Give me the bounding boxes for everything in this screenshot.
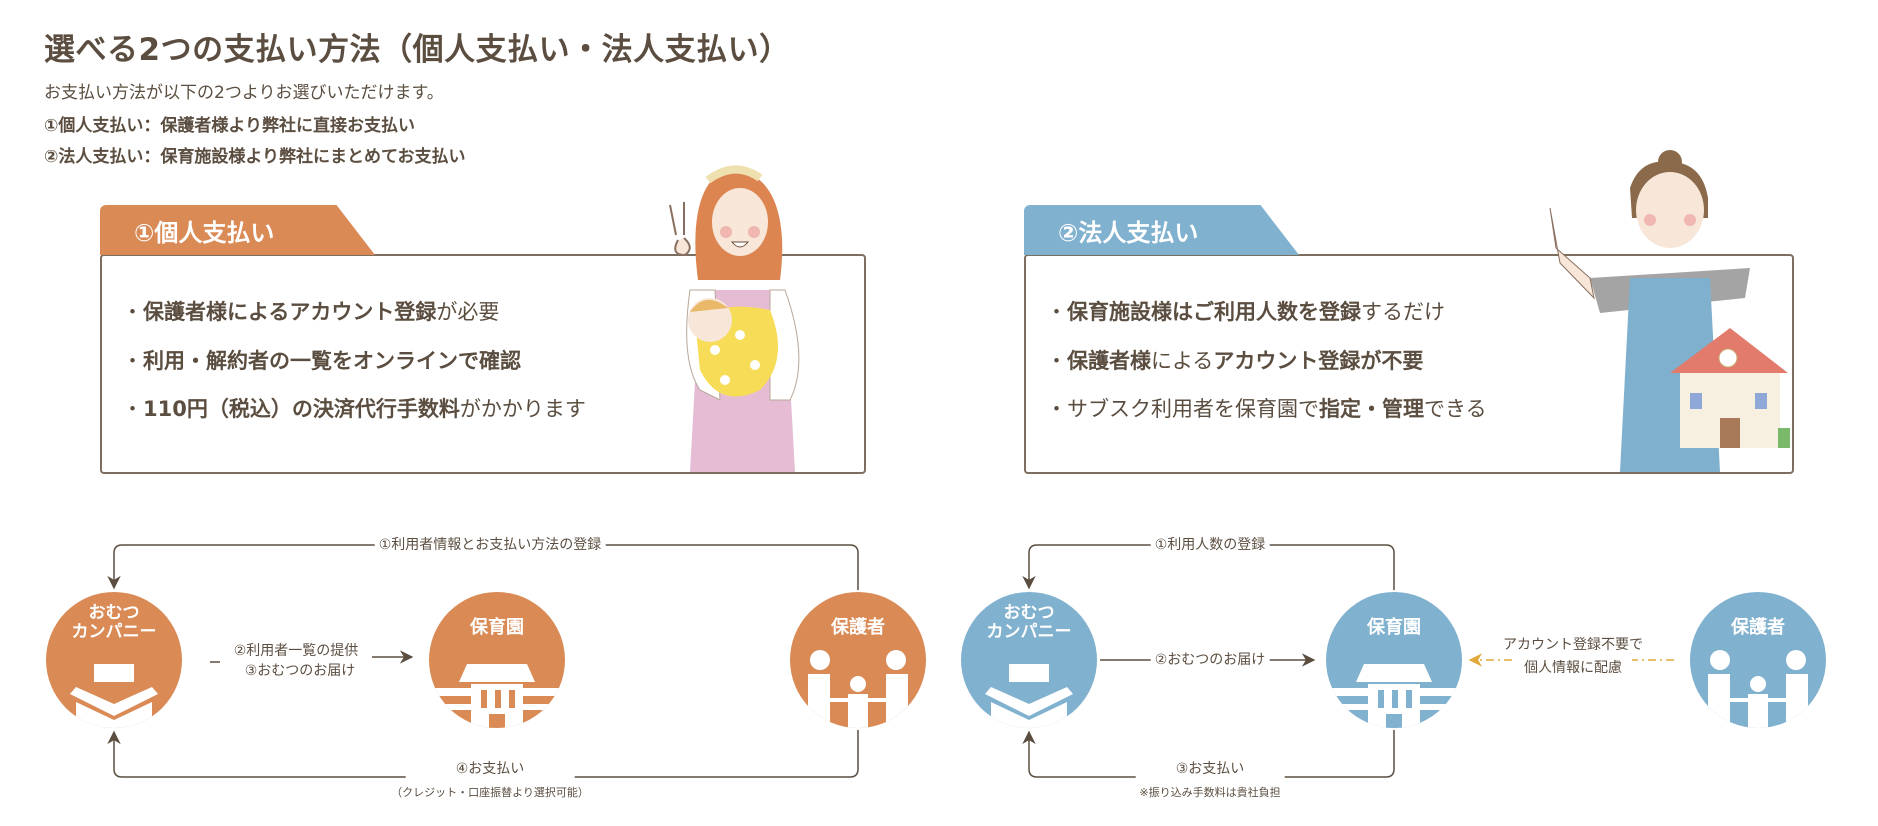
corporate-step3-note: ※振り込み手数料は貴社負担	[1139, 786, 1281, 799]
guardian-note-line1: アカウント登録不要で	[1493, 634, 1653, 656]
guardian-label: 保護者	[1731, 617, 1785, 638]
guardian-label: 保護者	[831, 617, 885, 638]
option-2-summary: ②法人支払い：保育施設様より弊社にまとめてお支払い	[44, 147, 466, 167]
personal-bullet: ・利用・解約者の一覧をオンラインで確認	[122, 349, 521, 373]
personal-step2-label: ②利用者一覧の提供	[229, 640, 363, 662]
corporate-nursery-circle: 保育園	[1326, 592, 1462, 728]
nursery-icon	[1332, 664, 1456, 728]
corporate-guardian-circle: 保護者	[1690, 592, 1826, 728]
corporate-bullet: ・保護者様によるアカウント登録が不要	[1046, 349, 1424, 373]
nursery-label: 保育園	[1367, 617, 1421, 638]
page-title: 選べる2つの支払い方法（個人支払い・法人支払い）	[44, 32, 791, 68]
company-label: おむつ カンパニー	[71, 603, 157, 642]
mother-with-baby-illustration	[669, 165, 800, 472]
corporate-payment-tab: ②法人支払い	[1024, 205, 1299, 255]
corporate-bullet: ・保育施設様はご利用人数を登録するだけ	[1046, 300, 1445, 324]
guardian-icon	[808, 650, 908, 728]
company-label: おむつ カンパニー	[986, 603, 1072, 642]
teacher-and-nursery-illustration	[1549, 150, 1790, 472]
personal-bullet: ・110円（税込）の決済代行手数料がかかります	[122, 397, 586, 421]
guardian-icon	[1708, 650, 1808, 728]
company-icon	[70, 664, 158, 728]
personal-step4-note: （クレジット・口座振替より選択可能）	[391, 786, 589, 799]
corporate-step3-label: ③お支払い	[1135, 758, 1285, 780]
company-icon	[985, 664, 1073, 728]
corporate-step1-label: ①利用人数の登録	[1150, 534, 1270, 556]
guardian-note-line2: 個人情報に配慮	[1514, 657, 1632, 679]
personal-bullet: ・保護者様によるアカウント登録が必要	[122, 300, 500, 324]
personal-step1-label: ①利用者情報とお支払い方法の登録	[374, 534, 606, 556]
personal-guardian-circle: 保護者	[790, 592, 926, 728]
nursery-icon	[435, 664, 559, 728]
corporate-bullet: ・サブスク利用者を保育園で指定・管理できる	[1046, 397, 1487, 421]
personal-payment-tab: ①個人支払い	[100, 205, 375, 255]
personal-step23-arrow	[210, 657, 412, 662]
corporate-company-circle: おむつ カンパニー	[961, 592, 1097, 728]
intro-text: お支払い方法が以下の2つよりお選びいただけます。	[44, 83, 444, 103]
option-1-summary: ①個人支払い：保護者様より弊社に直接お支払い	[44, 116, 416, 136]
corporate-step2-label: ②おむつのお届け	[1150, 649, 1270, 671]
personal-nursery-circle: 保育園	[429, 592, 565, 728]
personal-step3-label: ③おむつのお届け	[240, 660, 360, 682]
nursery-label: 保育園	[470, 617, 524, 638]
personal-company-circle: おむつ カンパニー	[46, 592, 182, 728]
personal-step4-label: ④お支払い	[405, 758, 575, 780]
